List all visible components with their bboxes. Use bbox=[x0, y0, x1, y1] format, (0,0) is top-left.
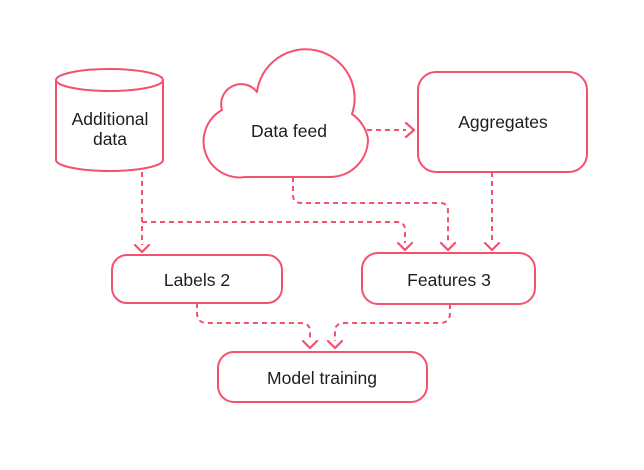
node-label: Model training bbox=[267, 368, 377, 388]
node-label: Features 3 bbox=[407, 270, 491, 290]
arrow-down-icon bbox=[133, 243, 151, 254]
arrow-down-icon bbox=[301, 339, 319, 350]
node-data-feed: Data feed bbox=[202, 48, 369, 179]
node-labels: Labels 2 bbox=[111, 254, 283, 304]
arrow-down-icon bbox=[396, 241, 414, 252]
arrow-down-icon bbox=[326, 339, 344, 350]
edge-datafeed-features bbox=[292, 177, 449, 243]
node-aggregates: Aggregates bbox=[417, 71, 588, 173]
node-label: Aggregates bbox=[458, 112, 548, 132]
node-additional-data: Additional data bbox=[55, 68, 164, 172]
arrow-down-icon bbox=[439, 241, 457, 252]
edges bbox=[133, 121, 501, 350]
node-label: data bbox=[93, 129, 127, 149]
node-model-training: Model training bbox=[217, 351, 428, 403]
node-label: Data feed bbox=[251, 121, 327, 141]
edge-labels-modeltraining bbox=[196, 303, 311, 341]
rounded-box bbox=[111, 254, 283, 304]
arrow-down-icon bbox=[483, 241, 501, 252]
edge-features-modeltraining bbox=[334, 304, 451, 341]
cloud-shape bbox=[202, 48, 369, 179]
database-cylinder-top bbox=[55, 68, 164, 92]
rounded-box bbox=[217, 351, 428, 403]
node-features: Features 3 bbox=[361, 252, 536, 305]
rounded-box bbox=[361, 252, 536, 305]
arrow-right-icon bbox=[404, 121, 416, 139]
database-cylinder-shape bbox=[55, 80, 164, 172]
node-label: Additional bbox=[72, 109, 149, 129]
rounded-box bbox=[417, 71, 588, 173]
node-label: Labels 2 bbox=[164, 270, 230, 290]
edge-additionaldata-features bbox=[142, 221, 406, 243]
